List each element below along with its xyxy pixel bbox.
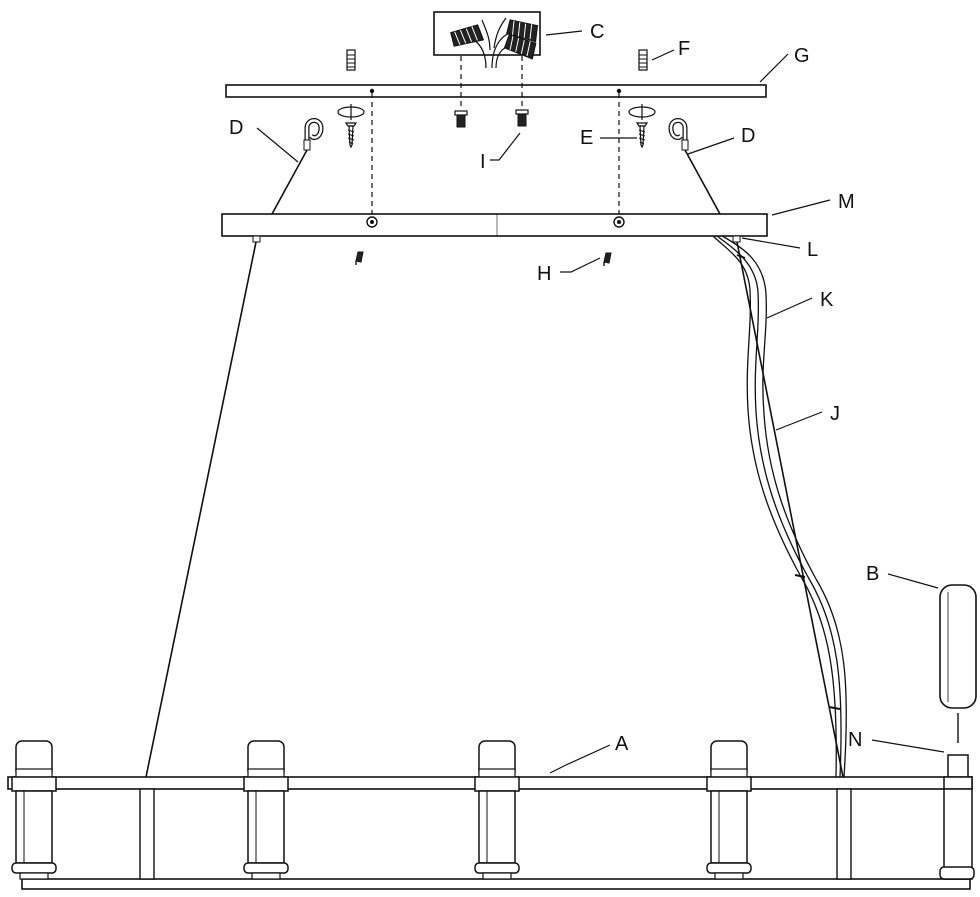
crossbar (221, 213, 768, 237)
label-l: L (807, 239, 818, 261)
cable-gripper-right (732, 235, 741, 243)
canopy-plate (225, 84, 767, 98)
candle-cup-2 (243, 740, 289, 880)
set-screw-right (603, 252, 612, 266)
hook-chain-right (684, 149, 721, 215)
label-a: A (615, 733, 629, 755)
rotation-icon-left (337, 104, 365, 120)
guide-lines (371, 56, 620, 215)
leader-lines (256, 30, 945, 774)
label-f: F (678, 38, 690, 60)
mounting-screw-right (515, 109, 529, 127)
label-m: M (838, 191, 855, 213)
wall-anchor-right (638, 49, 648, 71)
cable-gripper-left (252, 235, 261, 243)
label-n: N (848, 729, 862, 751)
power-wire (712, 235, 848, 778)
candle-cup-1 (11, 740, 57, 880)
label-g: G (794, 45, 810, 67)
canopy-hole-left (369, 88, 375, 94)
socket (939, 754, 975, 880)
label-d-left: D (229, 117, 243, 139)
wall-anchor-left (346, 49, 356, 71)
label-i: I (480, 151, 486, 173)
wood-screw-right (636, 122, 648, 148)
label-b: B (866, 563, 879, 585)
set-screw-left (355, 251, 364, 265)
suspension-cable-left (145, 241, 257, 778)
label-d-right: D (741, 125, 755, 147)
label-j: J (830, 403, 840, 425)
candle-cup-3 (474, 740, 520, 880)
label-e: E (580, 127, 593, 149)
candle-cup-4 (706, 740, 752, 880)
label-c: C (590, 21, 604, 43)
label-k: K (820, 289, 834, 311)
swag-hook-left (304, 121, 321, 151)
hook-chain-left (271, 149, 308, 215)
swag-hook-right (671, 121, 688, 151)
candle-cover (939, 584, 977, 709)
canopy-hole-right (616, 88, 622, 94)
mounting-screw-left (454, 110, 468, 128)
label-h: H (537, 263, 551, 285)
wire-nut-box (433, 11, 541, 69)
wood-screw-left (345, 122, 357, 148)
suspension-cable-right (736, 241, 844, 778)
rotation-icon-right (628, 104, 656, 120)
